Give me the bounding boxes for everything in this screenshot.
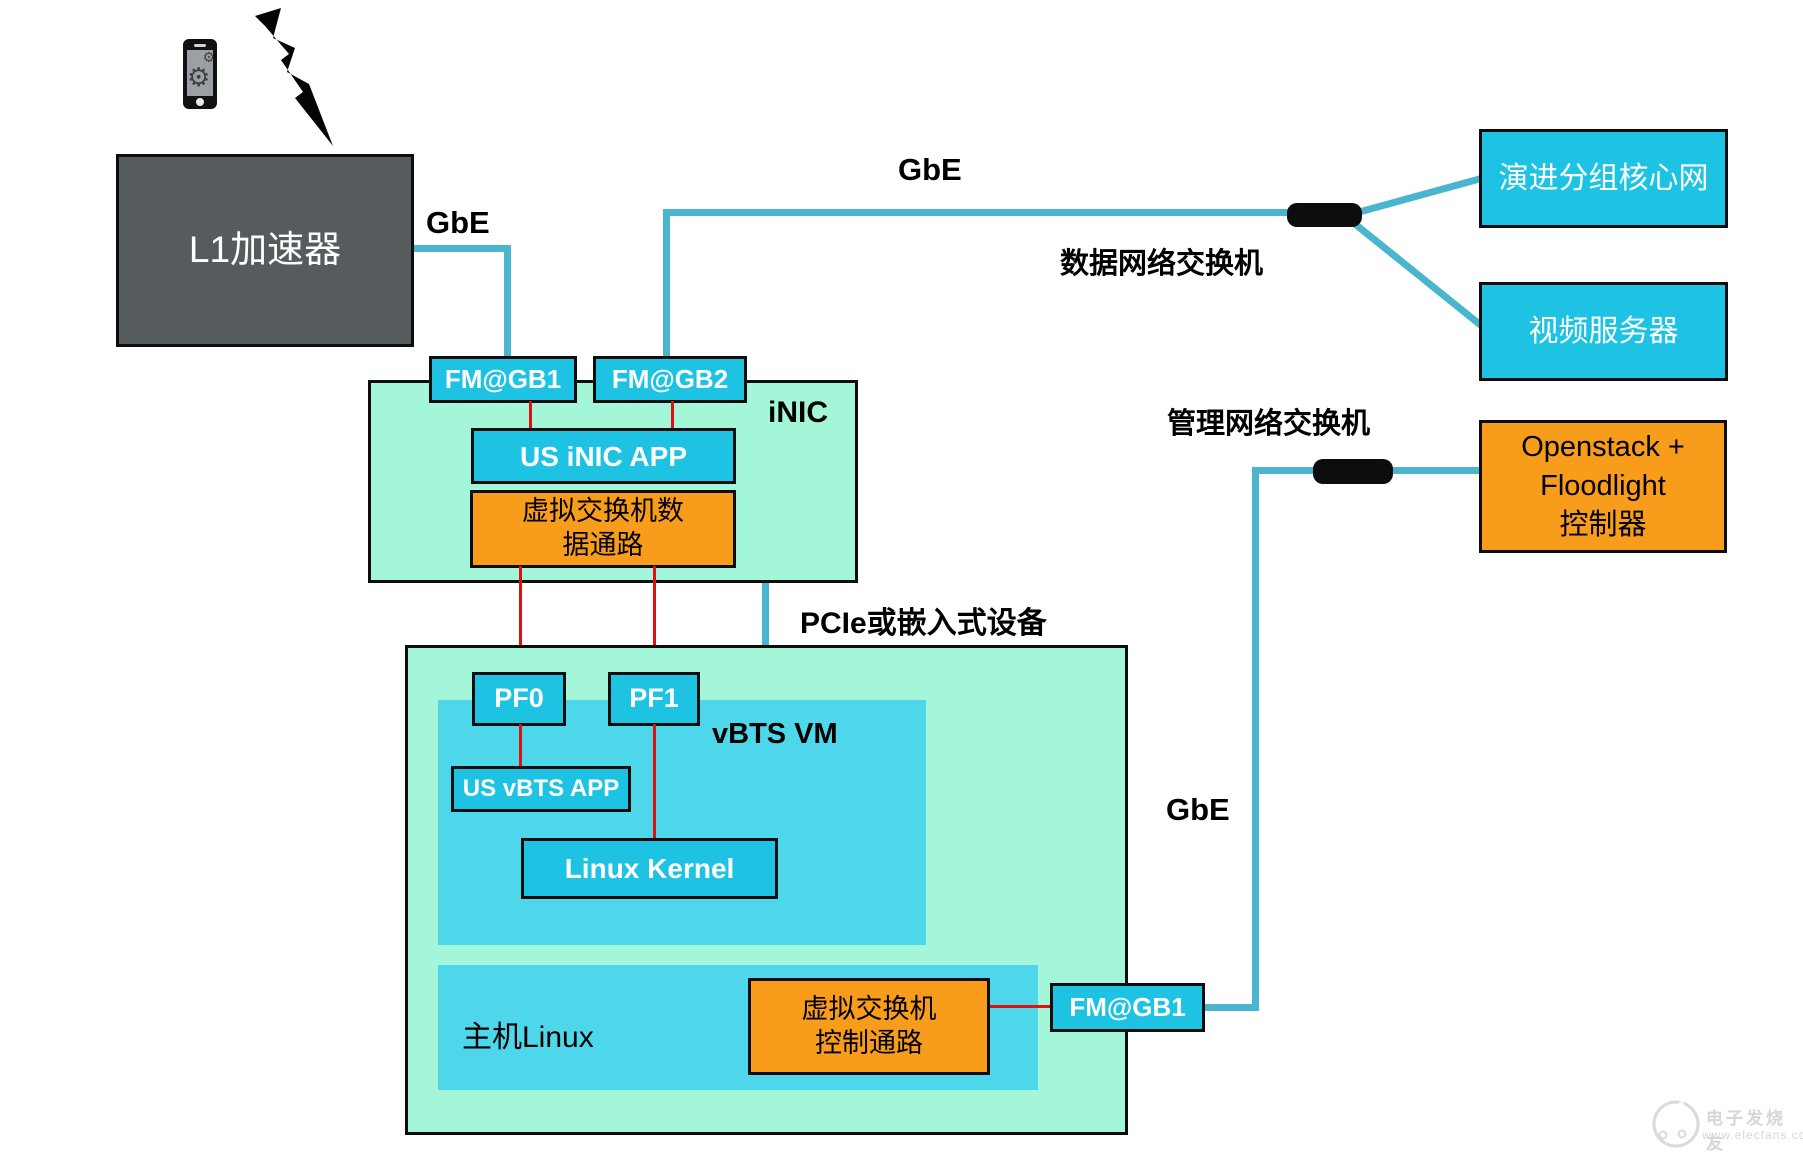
- red-link-datapath-to-pf0: [519, 566, 522, 674]
- gbe-line-data-switch-horizontal: [663, 209, 1310, 216]
- vbts-vm-label: vBTS VM: [712, 718, 838, 750]
- mgmt-line-to-fmgb1: [1205, 1004, 1259, 1011]
- gbe-label-top: GbE: [898, 152, 962, 187]
- us-vbts-app-box: US vBTS APP: [451, 766, 631, 812]
- red-link-datapath-to-pf1: [653, 566, 656, 674]
- vswitch-control-path-line2: 控制通路: [815, 1027, 923, 1058]
- mgmt-network-switch-label: 管理网络交换机: [1167, 408, 1371, 440]
- openstack-line3: 控制器: [1559, 509, 1647, 542]
- us-inic-app-label: US iNIC APP: [520, 440, 687, 472]
- phone-speaker-slot: [194, 44, 206, 47]
- smartphone-icon: ⚙ ⚙: [183, 39, 217, 109]
- fm-gb1-top-port: FM@GB1: [429, 356, 577, 403]
- gbe-label-right: GbE: [1166, 792, 1230, 827]
- host-linux-label: 主机Linux: [462, 1021, 594, 1054]
- us-vbts-app-label: US vBTS APP: [462, 775, 620, 802]
- gbe-line-fmgb2-vertical: [663, 209, 670, 360]
- data-network-switch-icon: [1287, 203, 1362, 227]
- openstack-line2: Floodlight: [1540, 469, 1666, 502]
- pf1-label: PF1: [629, 683, 679, 714]
- inic-label: iNIC: [768, 396, 828, 429]
- red-link-gb2-to-app: [671, 401, 674, 430]
- gear-icon: ⚙: [187, 62, 211, 92]
- openstack-controller-box: Openstack + Floodlight 控制器: [1479, 420, 1727, 553]
- mgmt-network-switch-icon: [1313, 459, 1393, 484]
- inic-to-pcie-stub: [762, 583, 769, 647]
- data-network-switch-label: 数据网络交换机: [1060, 248, 1264, 280]
- vbts-vm-panel: [438, 700, 926, 945]
- red-link-pf0-to-vbts-app: [519, 724, 522, 768]
- fm-gb1-bottom-label: FM@GB1: [1069, 992, 1186, 1023]
- fm-gb1-bottom-port: FM@GB1: [1050, 983, 1205, 1032]
- epc-box: 演进分组核心网: [1479, 129, 1728, 228]
- gbe-label-left: GbE: [426, 205, 490, 240]
- red-link-gb1-to-app: [529, 401, 532, 430]
- watermark-brand: 电子发烧友: [1706, 1109, 1786, 1152]
- watermark-url: www.elecfans.com: [1702, 1128, 1803, 1142]
- us-inic-app-box: US iNIC APP: [471, 428, 736, 484]
- linux-kernel-box: Linux Kernel: [521, 838, 778, 899]
- gear-icon: ⚙: [202, 50, 213, 65]
- video-server-label: 视频服务器: [1528, 314, 1679, 348]
- phone-home-button: [196, 98, 204, 106]
- epc-label: 演进分组核心网: [1498, 161, 1709, 195]
- linux-kernel-label: Linux Kernel: [564, 853, 735, 884]
- pcie-device-label: PCIe或嵌入式设备: [800, 607, 1047, 640]
- fm-gb2-top-label: FM@GB2: [611, 364, 729, 395]
- phone-screen: ⚙ ⚙: [187, 50, 213, 96]
- red-link-pf1-to-kernel: [653, 724, 656, 840]
- openstack-line1: Openstack +: [1521, 430, 1685, 463]
- video-server-box: 视频服务器: [1479, 282, 1728, 381]
- mgmt-line-vertical: [1252, 467, 1259, 1011]
- l1-accelerator-label: L1加速器: [188, 229, 342, 271]
- fm-gb1-top-label: FM@GB1: [444, 364, 562, 395]
- pf0-port: PF0: [472, 672, 566, 726]
- l1-accelerator-box: L1加速器: [116, 154, 414, 347]
- gbe-line-l1-vertical: [504, 245, 511, 360]
- fm-gb2-top-port: FM@GB2: [593, 356, 747, 403]
- gbe-line-l1-horizontal: [414, 245, 511, 252]
- pf0-label: PF0: [494, 683, 544, 714]
- vswitch-control-path-box: 虚拟交换机 控制通路: [748, 978, 990, 1075]
- pf1-port: PF1: [608, 672, 700, 726]
- vswitch-data-path-box: 虚拟交换机数 据通路: [470, 490, 736, 568]
- vswitch-data-path-line1: 虚拟交换机数: [522, 496, 684, 527]
- elecfans-logo-icon: [1652, 1100, 1700, 1148]
- red-link-control-to-fmgb1: [990, 1005, 1050, 1008]
- lightning-bolt-icon: [255, 8, 333, 146]
- vswitch-data-path-line2: 据通路: [562, 530, 644, 560]
- vswitch-control-path-line1: 虚拟交换机: [801, 993, 937, 1024]
